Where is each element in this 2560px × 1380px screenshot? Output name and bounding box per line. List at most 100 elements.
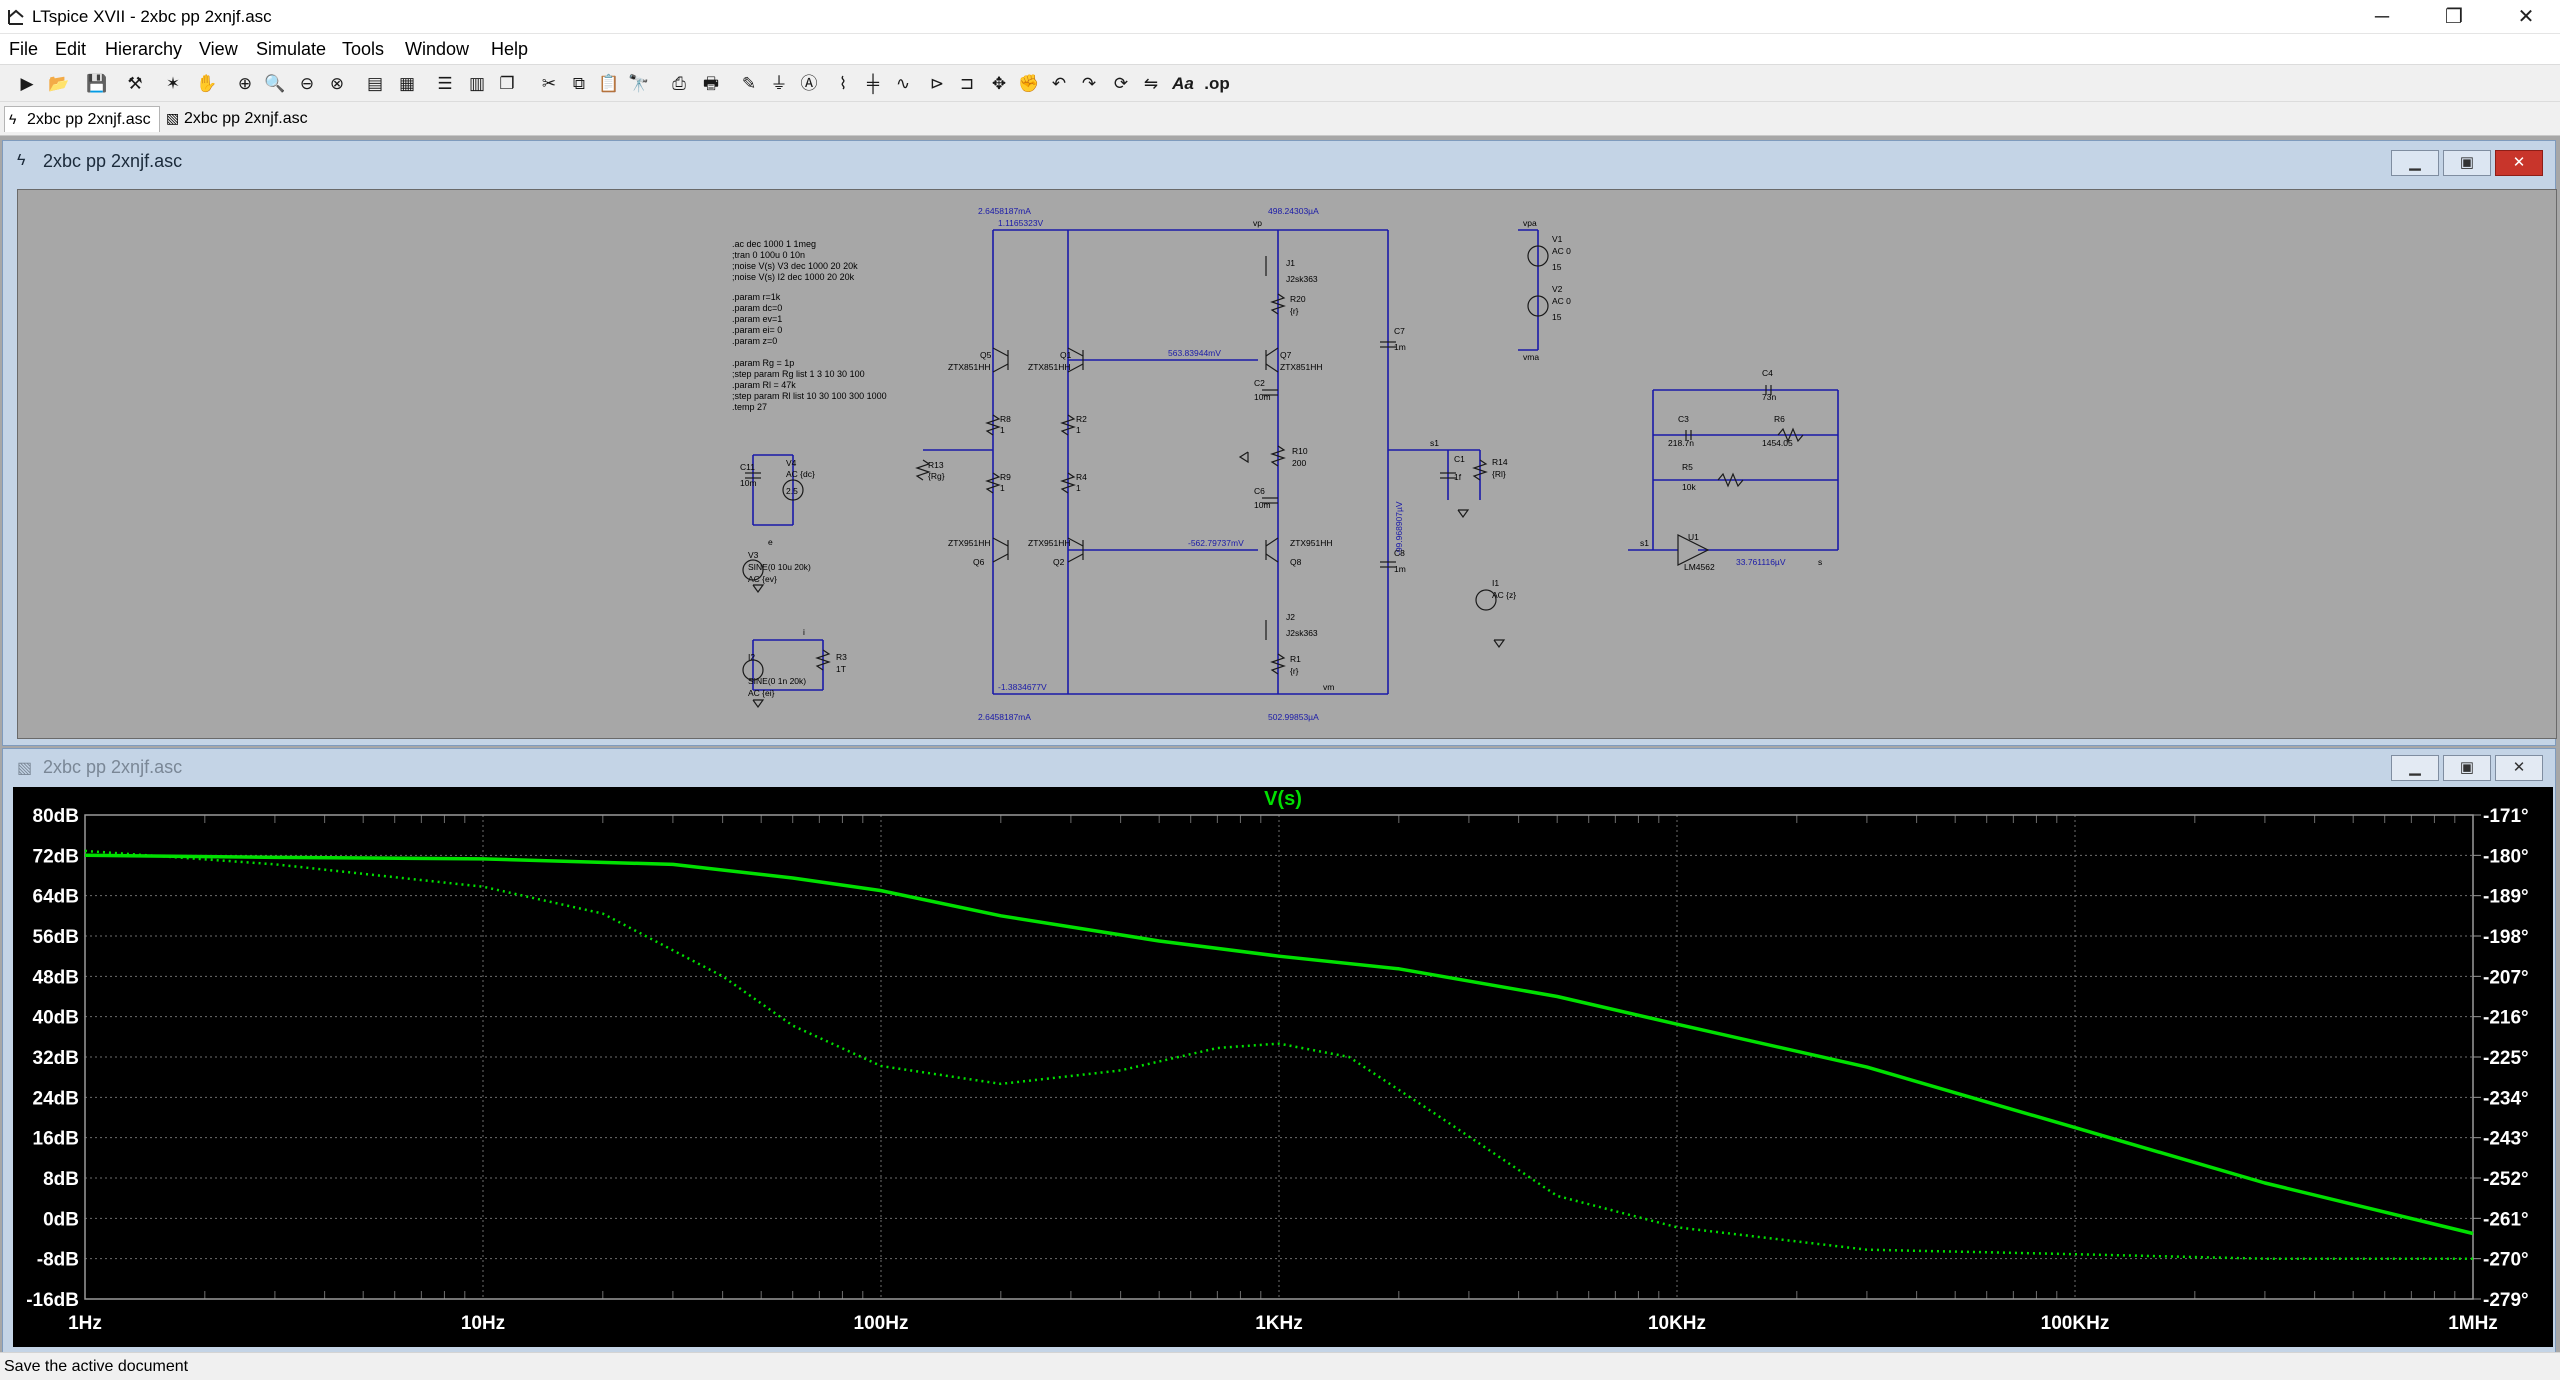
close-button[interactable]: ✕ (2517, 6, 2535, 28)
plot-series (84, 849, 2474, 1260)
maximize-button[interactable]: ❐ (2445, 6, 2463, 28)
node-label: -562.79737mV (1188, 538, 1244, 548)
component-label: Q5 (980, 350, 992, 360)
directive-line: ;noise V(s) I2 dec 1000 20 20k (732, 272, 855, 282)
tile-horizontal-icon[interactable]: ☰ (437, 74, 453, 93)
directive-line: .ac dec 1000 1 1meg (732, 239, 816, 249)
waveform-window-titlebar[interactable]: ▧ 2xbc pp 2xnjf.asc ▁ ▣ ✕ (3, 749, 2555, 787)
schematic-restore-button[interactable]: ▣ (2443, 150, 2491, 176)
autorange-icon[interactable]: ▤ (366, 74, 384, 93)
bode-plot[interactable]: 80dB72dB64dB56dB48dB40dB32dB24dB16dB8dB0… (13, 787, 2553, 1347)
directive-line: ;noise V(s) V3 dec 1000 20 20k (732, 261, 858, 271)
menu-file[interactable]: File (9, 39, 39, 59)
drag-icon[interactable]: ✊ (1018, 74, 1040, 93)
y-tick-label: 80dB (33, 806, 79, 827)
label-net-icon[interactable]: Ⓐ (800, 74, 818, 93)
toolbar: ▶ 📂 💾 ⚒ ✶ ✋ ⊕ 🔍 ⊖ ⊗ ▤ ▦ ☰ ▥ ❐ ✂ ⧉ 📋 🔭 ⎙ … (0, 64, 2560, 102)
rotate-icon[interactable]: ⟳ (1113, 74, 1129, 93)
component-label: Q2 (1053, 557, 1065, 567)
component-label: SINE(0 1n 20k) (748, 676, 806, 686)
component-label: I1 (1492, 578, 1499, 588)
y2-tick-label: -234° (2483, 1088, 2529, 1109)
component-label: R3 (836, 652, 847, 662)
component-label: {r} (1290, 666, 1299, 676)
waveform-window-icon: ▧ (17, 760, 33, 777)
component-label: AC 0 (1552, 246, 1571, 256)
spice-directive-icon[interactable]: .op (1204, 74, 1230, 93)
print-icon[interactable]: ⎙ (672, 74, 686, 93)
mirror-icon[interactable]: ⇋ (1143, 74, 1159, 93)
cascade-icon[interactable]: ❐ (499, 74, 515, 93)
find-icon[interactable]: 🔭 (628, 74, 650, 93)
menu-view[interactable]: View (199, 39, 238, 59)
diode-icon[interactable]: ⊳ (929, 74, 945, 93)
waveform-restore-button[interactable]: ▣ (2443, 755, 2491, 781)
component-label: V3 (748, 550, 759, 560)
component-label: R4 (1076, 472, 1087, 482)
schematic-canvas[interactable]: .ac dec 1000 1 1meg ;tran 0 100u 0 10n ;… (17, 189, 2557, 739)
control-panel-icon[interactable]: ⚒ (127, 74, 143, 93)
undo-icon[interactable]: ↶ (1051, 74, 1067, 93)
zoom-out-icon[interactable]: ⊖ (299, 74, 315, 93)
trace-label[interactable]: V(s) (1264, 788, 1302, 810)
component-icon[interactable]: ⊐ (959, 74, 975, 93)
y2-tick-label: -207° (2483, 967, 2529, 988)
menu-hierarchy[interactable]: Hierarchy (105, 39, 183, 59)
tab-schematic[interactable]: ϟ 2xbc pp 2xnjf.asc (4, 106, 160, 132)
zoom-fit-icon[interactable]: ⊗ (329, 74, 345, 93)
grid-icon[interactable]: ▦ (398, 74, 416, 93)
run-icon[interactable]: ✶ (165, 74, 181, 93)
copy-icon[interactable]: ⧉ (572, 74, 586, 93)
tile-vertical-icon[interactable]: ▥ (468, 74, 486, 93)
component-label: V1 (1552, 234, 1563, 244)
redo-icon[interactable]: ↷ (1081, 74, 1097, 93)
component-label: {Rl} (1492, 469, 1506, 479)
component-label: Q1 (1060, 350, 1072, 360)
node-label: e (768, 537, 773, 547)
menu-window[interactable]: Window (405, 39, 470, 59)
x-tick-label: 10Hz (461, 1313, 505, 1334)
component-label: C2 (1254, 378, 1265, 388)
minimize-button[interactable]: ─ (2374, 6, 2390, 28)
component-label: 15 (1552, 312, 1562, 322)
menu-simulate[interactable]: Simulate (256, 39, 327, 59)
tab-waveform[interactable]: ▧ 2xbc pp 2xnjf.asc (162, 106, 322, 132)
resistor-icon[interactable]: ⌇ (838, 74, 848, 93)
menu-help[interactable]: Help (491, 39, 529, 59)
new-schematic-icon[interactable]: ▶ (20, 74, 34, 93)
y2-tick-label: -171° (2483, 806, 2529, 827)
window-title: LTspice XVII - 2xbc pp 2xnjf.asc (32, 7, 272, 26)
ground-icon[interactable]: ⏚ (770, 74, 788, 93)
waveform-close-button[interactable]: ✕ (2495, 755, 2543, 781)
schematic-window-icon: ϟ (17, 152, 26, 169)
schematic-window-titlebar[interactable]: ϟ 2xbc pp 2xnjf.asc ▁ ▣ ✕ (3, 141, 2555, 183)
node-label: -99.968907µV (1394, 501, 1404, 555)
schematic-drawing[interactable]: .ac dec 1000 1 1meg ;tran 0 100u 0 10n ;… (18, 190, 2558, 740)
inductor-icon[interactable]: ∿ (895, 74, 911, 93)
component-label: 15 (1552, 262, 1562, 272)
menu-tools[interactable]: Tools (342, 39, 385, 59)
schematic-close-button[interactable]: ✕ (2495, 150, 2543, 176)
open-icon[interactable]: 📂 (48, 74, 70, 93)
print-preview-icon[interactable]: 🖶 (702, 74, 720, 93)
component-label: 2.5 (786, 486, 798, 496)
text-icon[interactable]: Aa (1172, 74, 1194, 93)
save-icon[interactable]: 💾 (86, 74, 108, 93)
waveform-minimize-button[interactable]: ▁ (2391, 755, 2439, 781)
zoom-in-icon[interactable]: ⊕ (237, 74, 253, 93)
schematic-symbols (742, 245, 1804, 709)
cut-icon[interactable]: ✂ (541, 74, 557, 93)
component-label: J2sk363 (1286, 274, 1318, 284)
draw-wire-icon[interactable]: ✎ (741, 74, 757, 93)
node-label: i (803, 627, 805, 637)
paste-icon[interactable]: 📋 (598, 74, 620, 93)
halt-icon[interactable]: ✋ (196, 74, 218, 93)
move-icon[interactable]: ✥ (991, 74, 1007, 93)
series-phase-trace (84, 849, 2473, 1260)
schematic-minimize-button[interactable]: ▁ (2391, 150, 2439, 176)
menu-edit[interactable]: Edit (55, 39, 87, 59)
component-label: AC {ev} (748, 574, 777, 584)
capacitor-icon[interactable]: ╪ (866, 74, 880, 93)
pan-icon[interactable]: 🔍 (264, 74, 286, 93)
